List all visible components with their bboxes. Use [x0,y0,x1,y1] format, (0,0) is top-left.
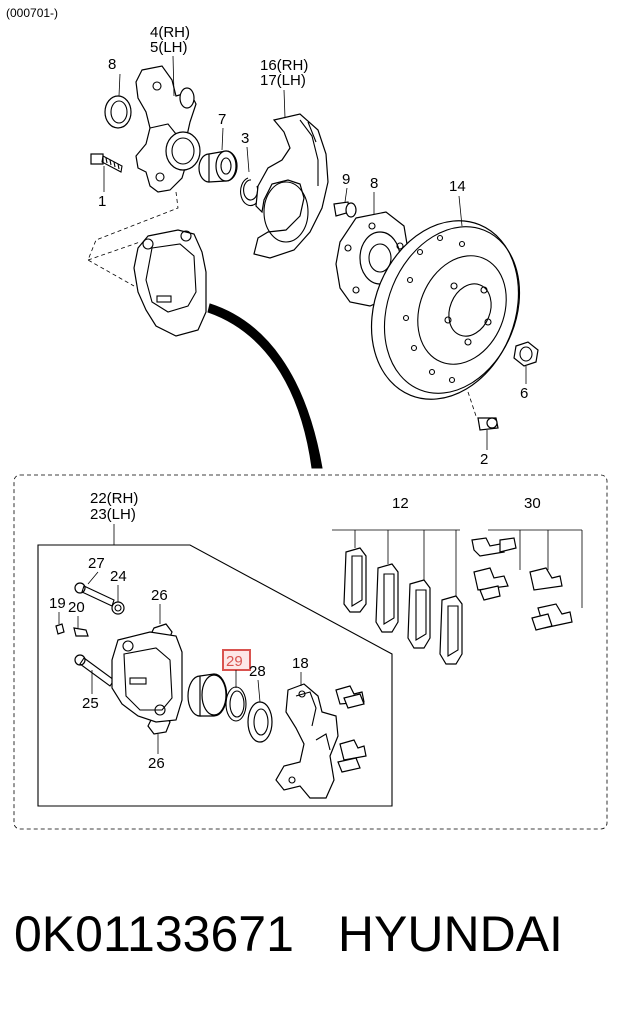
callout-30[interactable]: 30 [524,495,541,512]
callout-19[interactable]: 19 [49,595,66,612]
bleeder-cap-19[interactable] [55,623,65,635]
callout-29[interactable]: 29 [226,653,243,670]
callout-27[interactable]: 27 [88,555,105,572]
callout-18[interactable]: 18 [292,655,309,672]
range-code: (000701-) [6,6,58,20]
callout-6[interactable]: 6 [520,385,528,402]
detail-arrow [207,303,323,469]
pad-clips[interactable] [335,685,367,773]
lower-callouts: 22(RH) 23(LH) 12 30 27 24 26 19 20 25 26… [49,490,541,772]
piston-seal-29[interactable] [225,686,247,722]
guide-bolt-27[interactable] [74,582,115,607]
caliper-body[interactable] [111,631,183,723]
hub-nut-6[interactable] [513,341,539,367]
callout-26-top[interactable]: 26 [151,587,168,604]
caliper-bracket-18[interactable] [275,683,339,799]
upper-callouts: 4(RH) 5(LH) 8 7 3 16(RH) 17(LH) 9 8 14 6… [98,24,528,468]
brand-name: HYUNDAI [337,906,563,962]
caliper-upper[interactable] [87,191,207,337]
brake-disc-14[interactable] [346,198,545,421]
part-number: 0K01133671 [14,906,294,962]
dust-seal-10[interactable] [104,95,132,129]
screw-2[interactable] [467,391,499,431]
callout-25[interactable]: 25 [82,695,99,712]
dust-cover[interactable] [253,113,329,259]
callout-8[interactable]: 8 [370,175,378,192]
callout-3[interactable]: 3 [241,130,249,147]
callout-24[interactable]: 24 [110,568,127,585]
callout-29-highlight[interactable] [222,649,251,671]
disc-vent-holes [402,234,466,384]
wheel-bearing-7[interactable] [198,150,238,183]
callout-1[interactable]: 1 [98,193,106,210]
callout-17[interactable]: 17(LH) [260,72,306,89]
bleeder-screw-20[interactable] [73,627,89,637]
callout-9[interactable]: 9 [342,171,350,188]
piston[interactable] [187,673,228,717]
callout-7[interactable]: 7 [218,111,226,128]
bolt-1[interactable] [90,153,123,173]
callout-22[interactable]: 22(RH) [90,490,138,507]
brake-pads-12[interactable] [332,529,463,665]
guide-bolt-25[interactable] [74,654,115,687]
steering-knuckle[interactable] [135,65,201,193]
callout-26-bottom[interactable]: 26 [148,755,165,772]
callout-20[interactable]: 20 [68,599,85,616]
callout-2[interactable]: 2 [480,451,488,468]
wheel-bolt-9[interactable] [333,201,357,218]
boot-24[interactable] [111,601,125,615]
detail-box-outer [13,474,608,830]
part-footer: 0K01133671 HYUNDAI [14,905,614,975]
callout-16[interactable]: 16(RH) [260,57,308,74]
pad-shims-30[interactable] [471,529,583,631]
callout-23[interactable]: 23(LH) [90,506,136,523]
callout-5[interactable]: 5(LH) [150,39,188,56]
callout-12[interactable]: 12 [392,495,409,512]
callout-4[interactable]: 4(RH) [150,24,190,41]
callout-10[interactable]: 8 [108,56,116,73]
detail-box-caliper [37,544,393,807]
callout-14[interactable]: 14 [449,178,466,195]
callout-28[interactable]: 28 [249,663,266,680]
piston-boot-28[interactable] [247,701,273,743]
